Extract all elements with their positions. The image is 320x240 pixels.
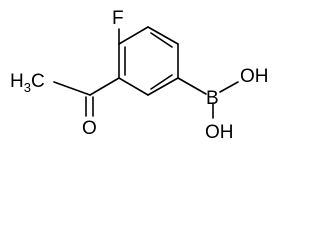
ring-bond-4 <box>147 77 179 96</box>
boron-hydroxyl-top-bond <box>219 81 239 93</box>
ring-bond-5 <box>118 77 149 96</box>
methyl-label: H3C <box>10 71 45 95</box>
ring-to-boron-bond <box>177 77 207 95</box>
methyl-subscript-label: 3 <box>24 80 31 95</box>
hydroxyl-top-label: OH <box>240 66 269 87</box>
boron-label: B <box>206 88 219 109</box>
methyl-h-label: H <box>10 71 24 92</box>
ring-bond-1 <box>118 26 149 45</box>
hydroxyl-bottom-label: OH <box>205 122 234 143</box>
methyl-carbon-label: C <box>31 71 45 92</box>
fluorine-label: F <box>112 8 124 29</box>
ring-inner-double-bond-2 <box>150 74 173 90</box>
ring-to-carbonyl-bond <box>89 77 120 96</box>
ring-inner-double-bond-1 <box>150 32 173 48</box>
benzene-ring <box>118 26 179 96</box>
ring-bond-2 <box>147 26 179 45</box>
chemical-structure-diagram: F H3C O B OH OH <box>10 8 269 143</box>
carbonyl-oxygen-label: O <box>82 118 97 139</box>
carbonyl-to-methyl-bond <box>53 81 91 96</box>
